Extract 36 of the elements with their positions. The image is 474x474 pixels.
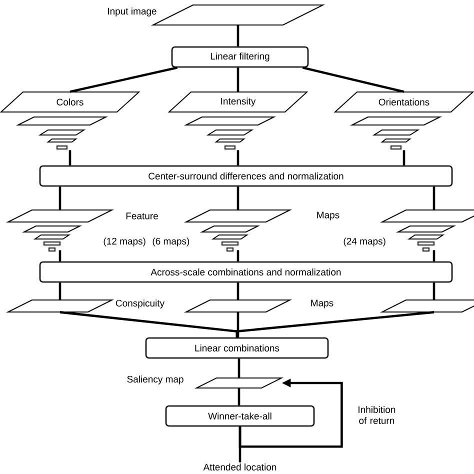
stage-label: Maps [317,212,340,220]
process-box: Across-scale combinations and normalization [39,261,453,283]
process-box: Center-surround differences and normalization [39,165,453,187]
connector-line [236,150,240,166]
connector-line [58,282,62,300]
connector-line [68,150,72,166]
connector-line [236,311,434,338]
connector-line [302,66,404,93]
process-box: Winner-take-all [165,405,315,427]
connector-line [236,282,240,300]
connector-line [236,186,240,210]
connector-line [58,250,62,262]
map-count: (24 maps) [344,238,386,246]
edge-label: Inhibition of return [358,406,396,424]
connector-line [236,250,240,262]
connector-line [402,150,406,166]
connector-line [238,388,240,406]
stage-label: Maps [311,300,334,308]
connector-line [238,358,240,378]
map-count: (6 maps) [152,238,190,246]
map-count: (12 maps) [104,238,146,246]
connector-line [432,186,436,210]
connector-line [236,312,240,338]
connector-line [236,68,240,92]
output-label: Attended location [203,464,276,470]
stage-label: Conspicuity [116,300,165,308]
connector-line [70,66,178,93]
connector-line [236,25,240,46]
process-box: Linear filtering [171,46,309,68]
connector-line [432,250,436,262]
plane-label: Saliency map [127,376,184,384]
plane-label: Input image [108,8,156,16]
connector-line [432,282,436,300]
process-box: Linear combinations [145,337,329,359]
connector-line [58,186,62,210]
stage-label: Feature [126,212,158,220]
